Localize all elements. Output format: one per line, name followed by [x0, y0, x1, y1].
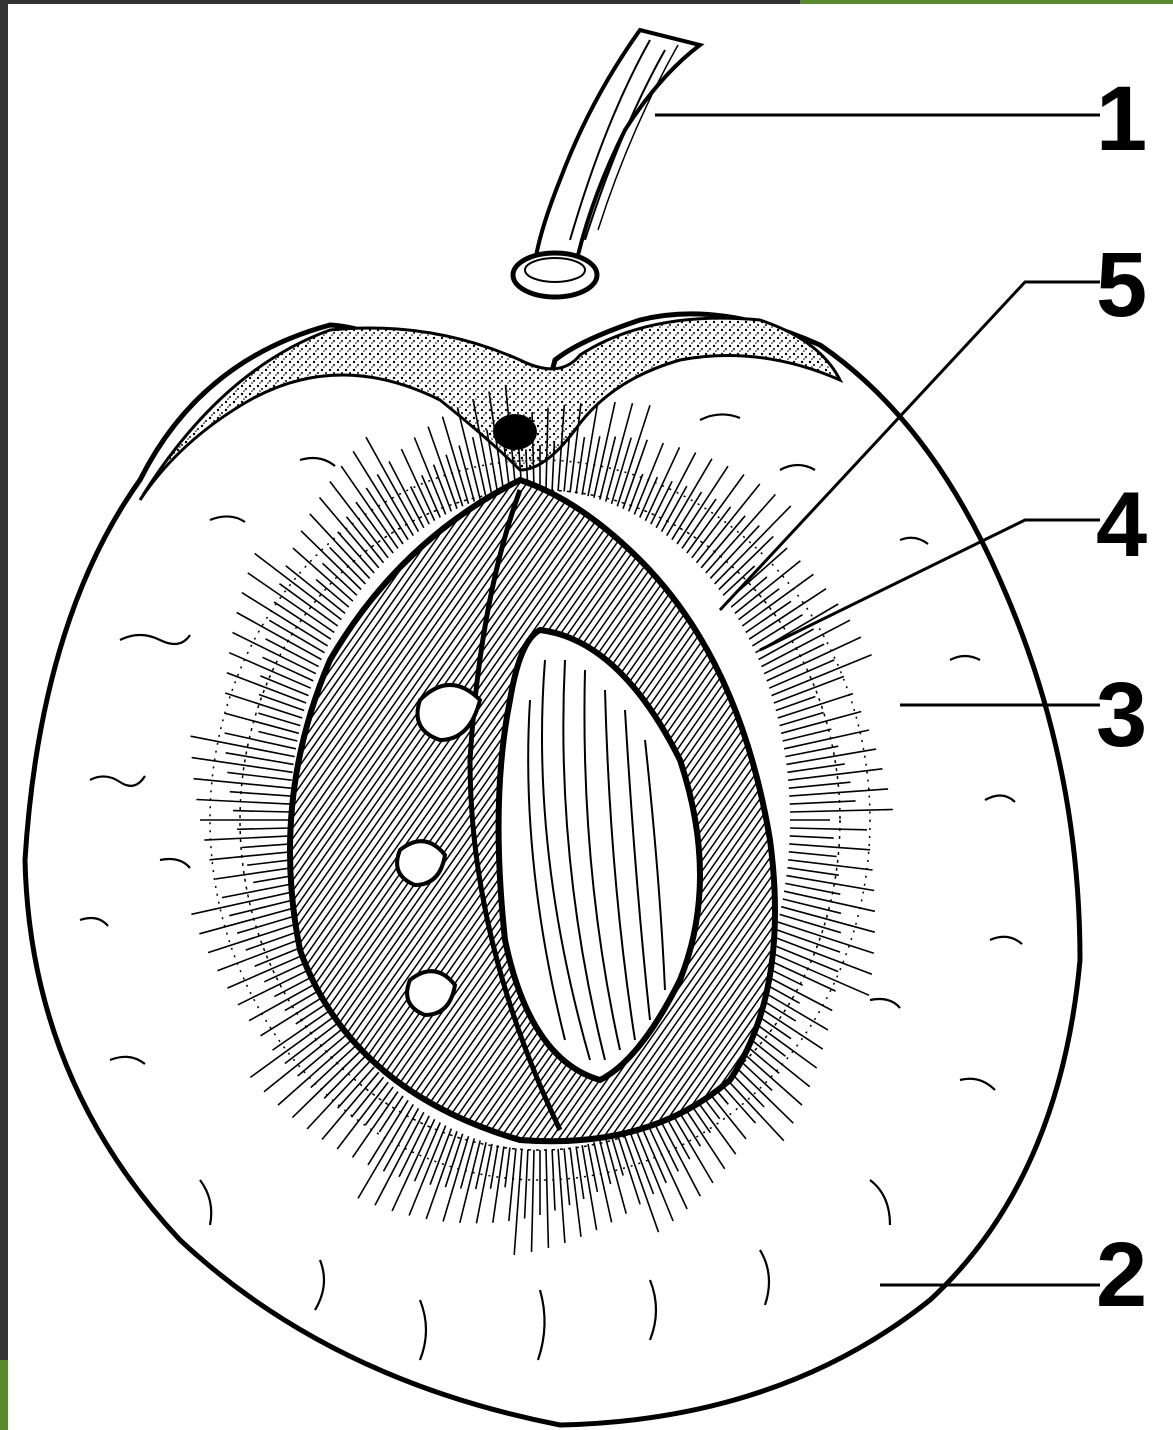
callout-number-1: 1 [1096, 68, 1147, 170]
callout-number-5: 5 [1096, 234, 1147, 336]
callout-number-4: 4 [1096, 474, 1147, 576]
callout-number-2: 2 [1096, 1224, 1147, 1326]
callout-number-3: 3 [1096, 664, 1147, 766]
stalk [513, 30, 700, 297]
callout-labels: 1 5 4 3 2 [1096, 68, 1147, 1326]
